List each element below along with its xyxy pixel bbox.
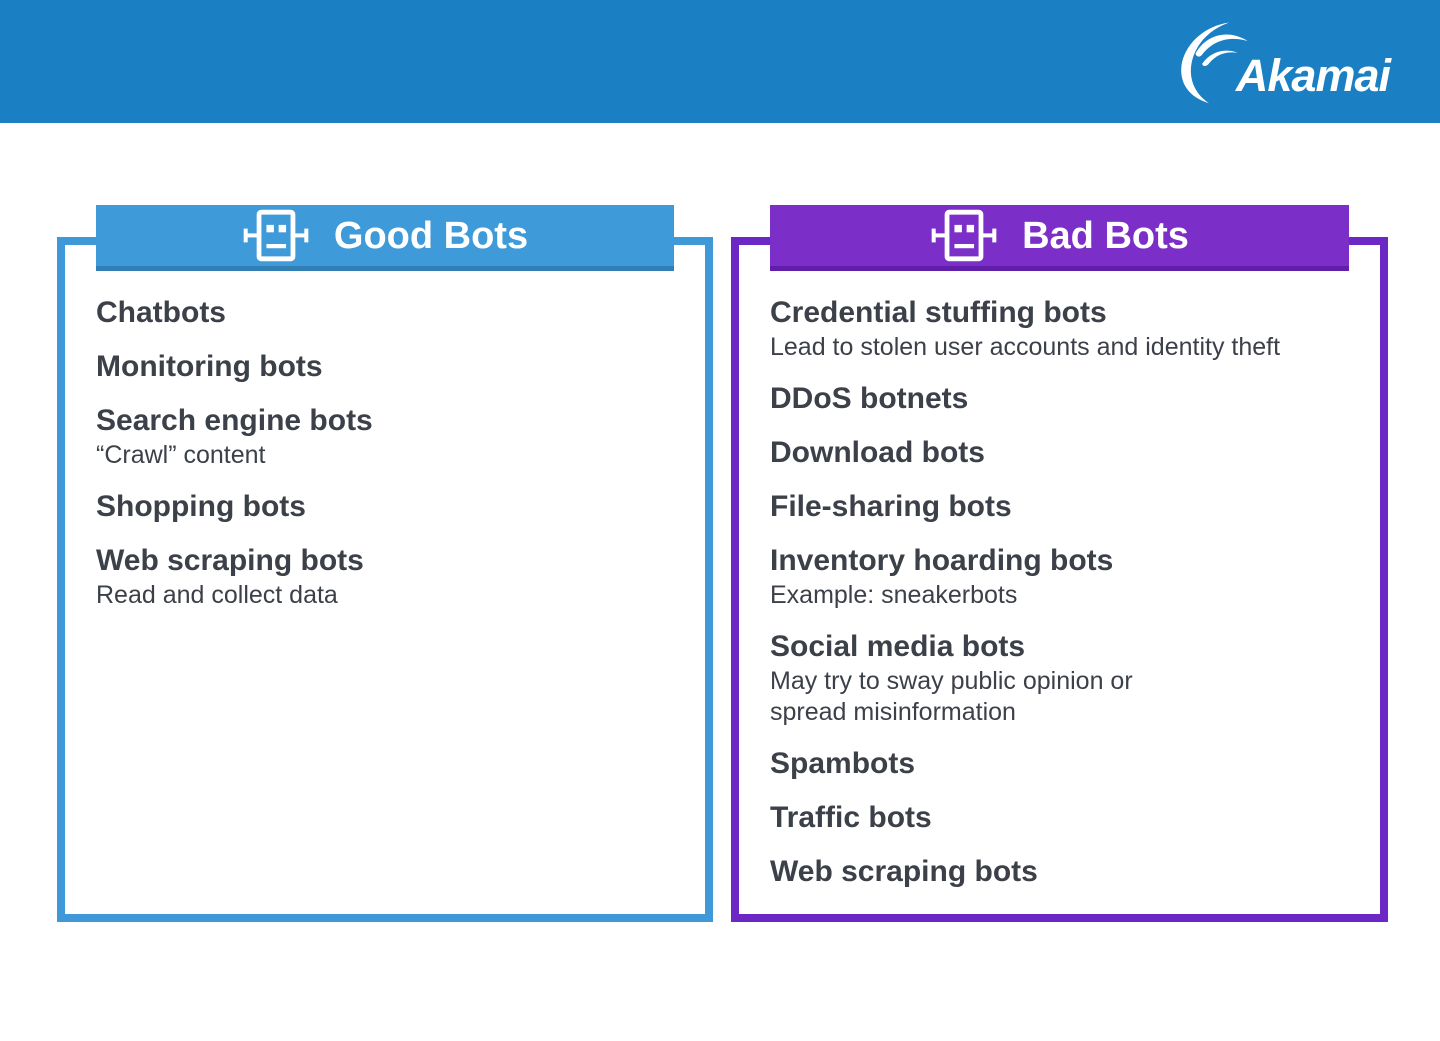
bot-type-title: Web scraping bots — [770, 855, 1038, 888]
bad-bots-header: Bad Bots — [770, 205, 1349, 271]
bot-list-item: File-sharing bots — [770, 489, 1360, 525]
bot-type-description: May try to sway public opinion or spread… — [770, 667, 1133, 726]
bot-type-title: Chatbots — [96, 296, 226, 329]
bot-type-description: “Crawl” content — [96, 441, 266, 469]
bot-list-item: DDoS botnets — [770, 381, 1360, 417]
bot-type-title: DDoS botnets — [770, 382, 969, 415]
bot-list-item: Download bots — [770, 435, 1360, 471]
bot-type-description: Read and collect data — [96, 581, 338, 609]
bot-list-item: Shopping bots — [96, 489, 685, 525]
bot-type-title: Inventory hoarding bots — [770, 544, 1114, 577]
bot-type-title: Web scraping bots — [96, 544, 364, 577]
panel-title-good-bots: Good Bots — [333, 214, 529, 257]
bot-type-title: File-sharing bots — [770, 490, 1012, 523]
robot-icon — [930, 209, 998, 262]
bot-type-title: Monitoring bots — [96, 350, 323, 383]
bot-type-title: Credential stuffing bots — [770, 296, 1107, 329]
akamai-logo-text: Akamai — [1235, 50, 1391, 101]
bot-type-title: Spambots — [770, 747, 916, 780]
bot-list-item: Web scraping bots — [770, 854, 1360, 890]
akamai-swoosh-icon — [1172, 20, 1256, 104]
akamai-logo: Akamai — [1172, 20, 1391, 104]
panel-title-bad-bots: Bad Bots — [1022, 214, 1189, 257]
bot-type-title: Download bots — [770, 436, 985, 469]
bot-list-item: Search engine bots “Crawl” content — [96, 403, 685, 471]
bot-type-title: Traffic bots — [770, 801, 932, 834]
bot-list-item: Spambots — [770, 746, 1360, 782]
bot-list-item: Chatbots — [96, 295, 685, 331]
robot-icon — [242, 209, 310, 262]
bot-type-description: Lead to stolen user accounts and identit… — [770, 333, 1281, 361]
bot-type-title: Shopping bots — [96, 490, 306, 523]
bot-list-item: Traffic bots — [770, 800, 1360, 836]
good-bots-header: Good Bots — [96, 205, 674, 271]
bot-type-title: Search engine bots — [96, 404, 373, 437]
bot-type-description: Example: sneakerbots — [770, 581, 1018, 609]
bot-type-title: Social media bots — [770, 630, 1026, 663]
top-banner: Akamai — [0, 0, 1440, 123]
bot-list-item: Monitoring bots — [96, 349, 685, 385]
